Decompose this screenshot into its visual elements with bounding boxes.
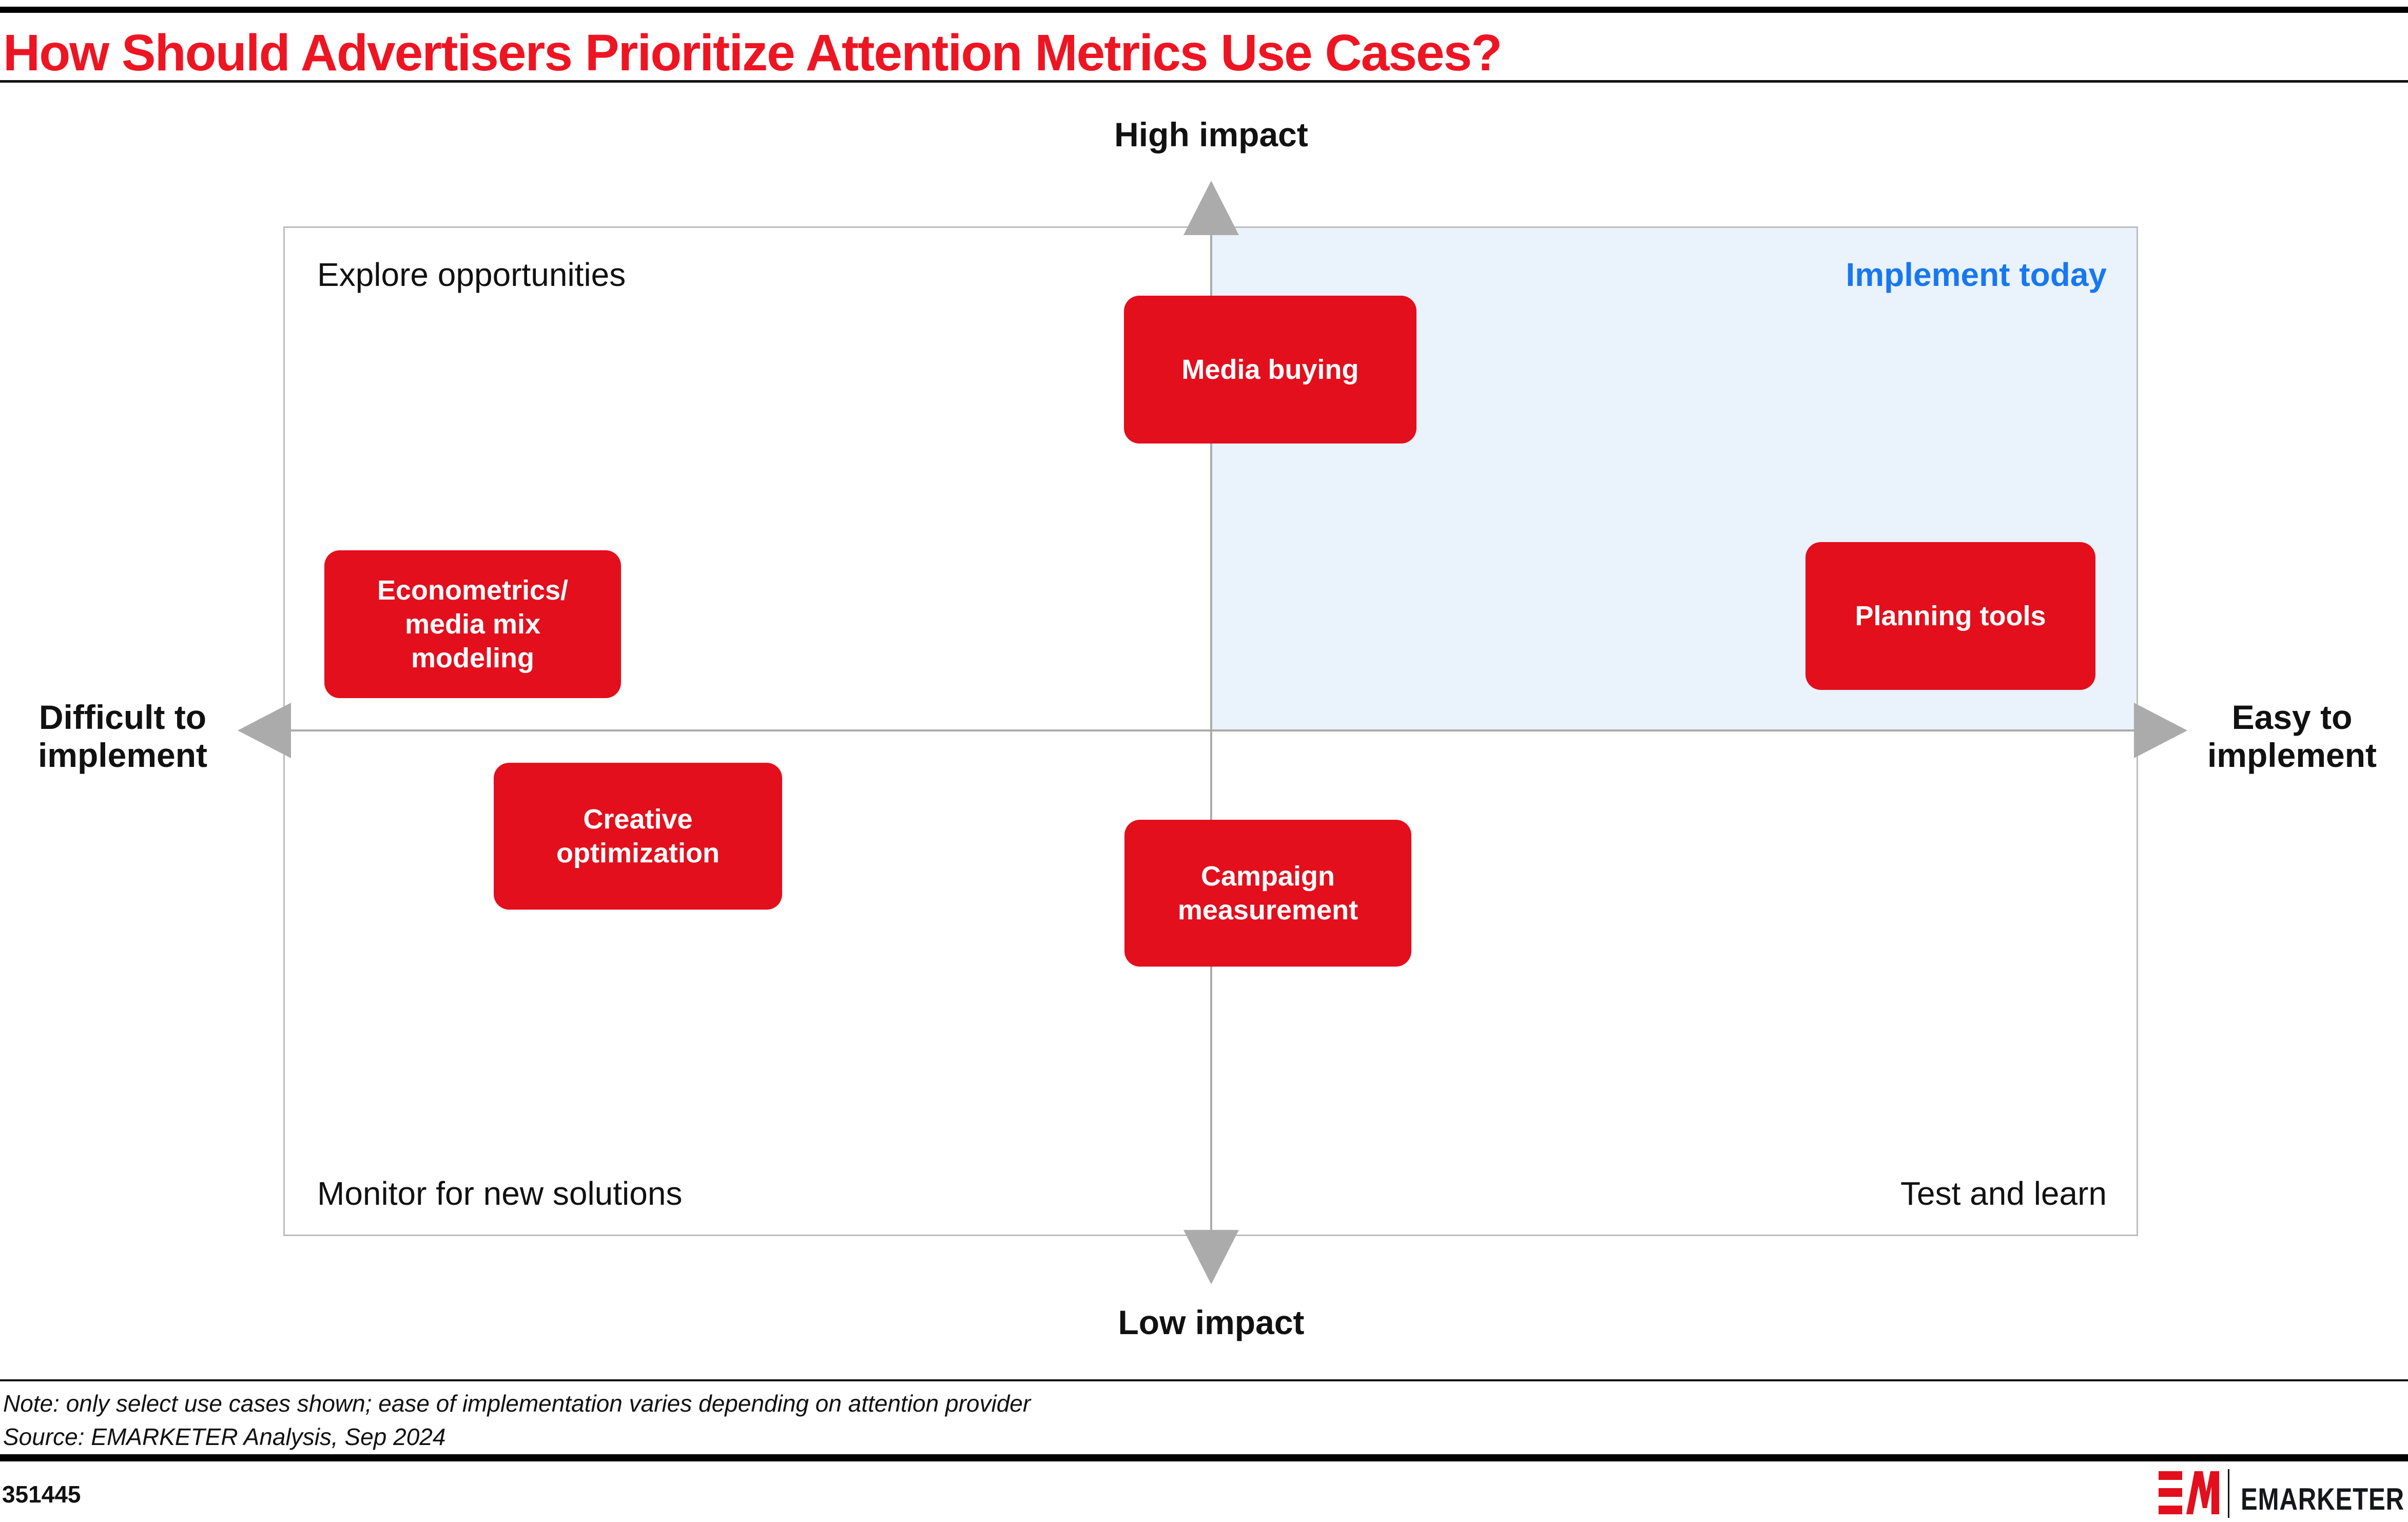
use-case-planning-tools: Planning tools (1805, 542, 2095, 690)
use-case-econometrics-media-mix-modeling: Econometrics/ media mix modeling (324, 550, 621, 698)
use-case-media-buying: Media buying (1124, 296, 1416, 444)
arrow-right-icon (2134, 703, 2187, 758)
use-case-creative-optimization: Creative optimization (494, 763, 782, 910)
arrow-up-icon (1183, 181, 1239, 235)
source-text: Source: EMARKETER Analysis, Sep 2024 (3, 1423, 446, 1450)
page-title: How Should Advertisers Prioritize Attent… (3, 24, 1502, 82)
emarketer-wordmark: EMARKETER (2241, 1482, 2404, 1516)
note-block: Note: only select use cases shown; ease … (3, 1387, 1031, 1454)
quadrant-label-test-and-learn: Test and learn (1900, 1175, 2107, 1212)
chart-id: 351445 (2, 1481, 81, 1508)
arrow-left-icon (238, 703, 291, 758)
use-case-campaign-measurement: Campaign measurement (1124, 820, 1411, 967)
axis-label-easy-to-implement: Easy to implement (2207, 698, 2377, 774)
horizontal-axis-line (283, 729, 2138, 731)
quadrant-label-explore-opportunities: Explore opportunities (317, 256, 626, 293)
axis-label-difficult-to-implement: Difficult to implement (37, 698, 208, 774)
top-divider-bar (0, 7, 2408, 13)
axis-label-low-impact: Low impact (1118, 1303, 1305, 1341)
quadrant-label-implement-today: Implement today (1846, 256, 2107, 293)
note-text: Note: only select use cases shown; ease … (3, 1390, 1031, 1417)
quadrant-label-monitor-for-new-solutions: Monitor for new solutions (317, 1175, 683, 1212)
em-monogram-icon (2159, 1471, 2219, 1514)
title-underline (0, 80, 2408, 83)
logo-divider (2228, 1469, 2229, 1518)
arrow-down-icon (1183, 1230, 1239, 1284)
note-divider-line (0, 1379, 2408, 1381)
axis-label-high-impact: High impact (1114, 115, 1308, 153)
footer-divider-bar (0, 1454, 2408, 1461)
